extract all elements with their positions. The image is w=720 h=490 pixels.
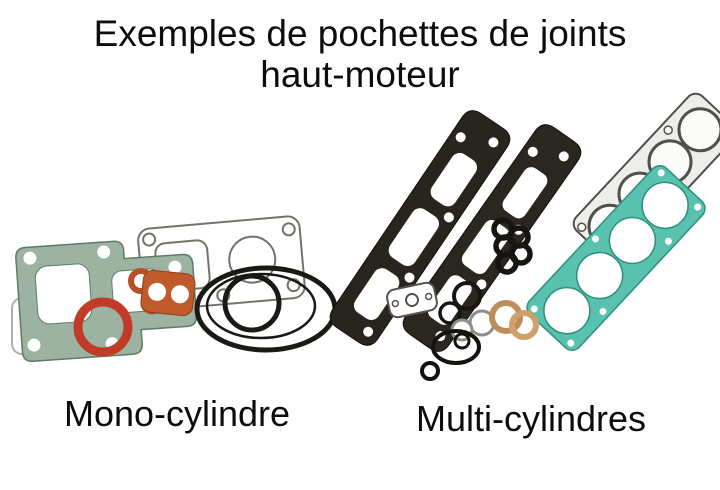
multi-cylinder-kit-illustration (329, 92, 720, 381)
o-rings-large (194, 265, 338, 353)
copper-ring-2 (509, 310, 539, 340)
valve-cover-gasket-1 (329, 110, 511, 346)
valve-stem-seals (491, 217, 533, 275)
o-ring-small (438, 301, 462, 325)
small-gasket-outline (386, 281, 438, 319)
mono-cylinder-kit-illustration (11, 215, 338, 362)
caption-mono-cylinder: Mono-cylindre (63, 393, 291, 434)
o-ring-medium (452, 281, 482, 311)
exhaust-flange-gasket (140, 269, 196, 317)
copper-sealing-ring (73, 297, 133, 357)
o-ring-tiny (420, 361, 440, 381)
caption-multi-cylinder: Multi-cylindres (415, 398, 647, 439)
title-line-2: haut-moteur (260, 54, 460, 96)
copper-ring-1 (489, 300, 523, 334)
cover-gasket-oval (431, 329, 481, 365)
head-gasket-teal (526, 165, 706, 351)
figure-title: Exemples de pochettes de joints haut-mot… (0, 13, 720, 96)
title-line-1: Exemples de pochettes de joints (93, 13, 627, 54)
